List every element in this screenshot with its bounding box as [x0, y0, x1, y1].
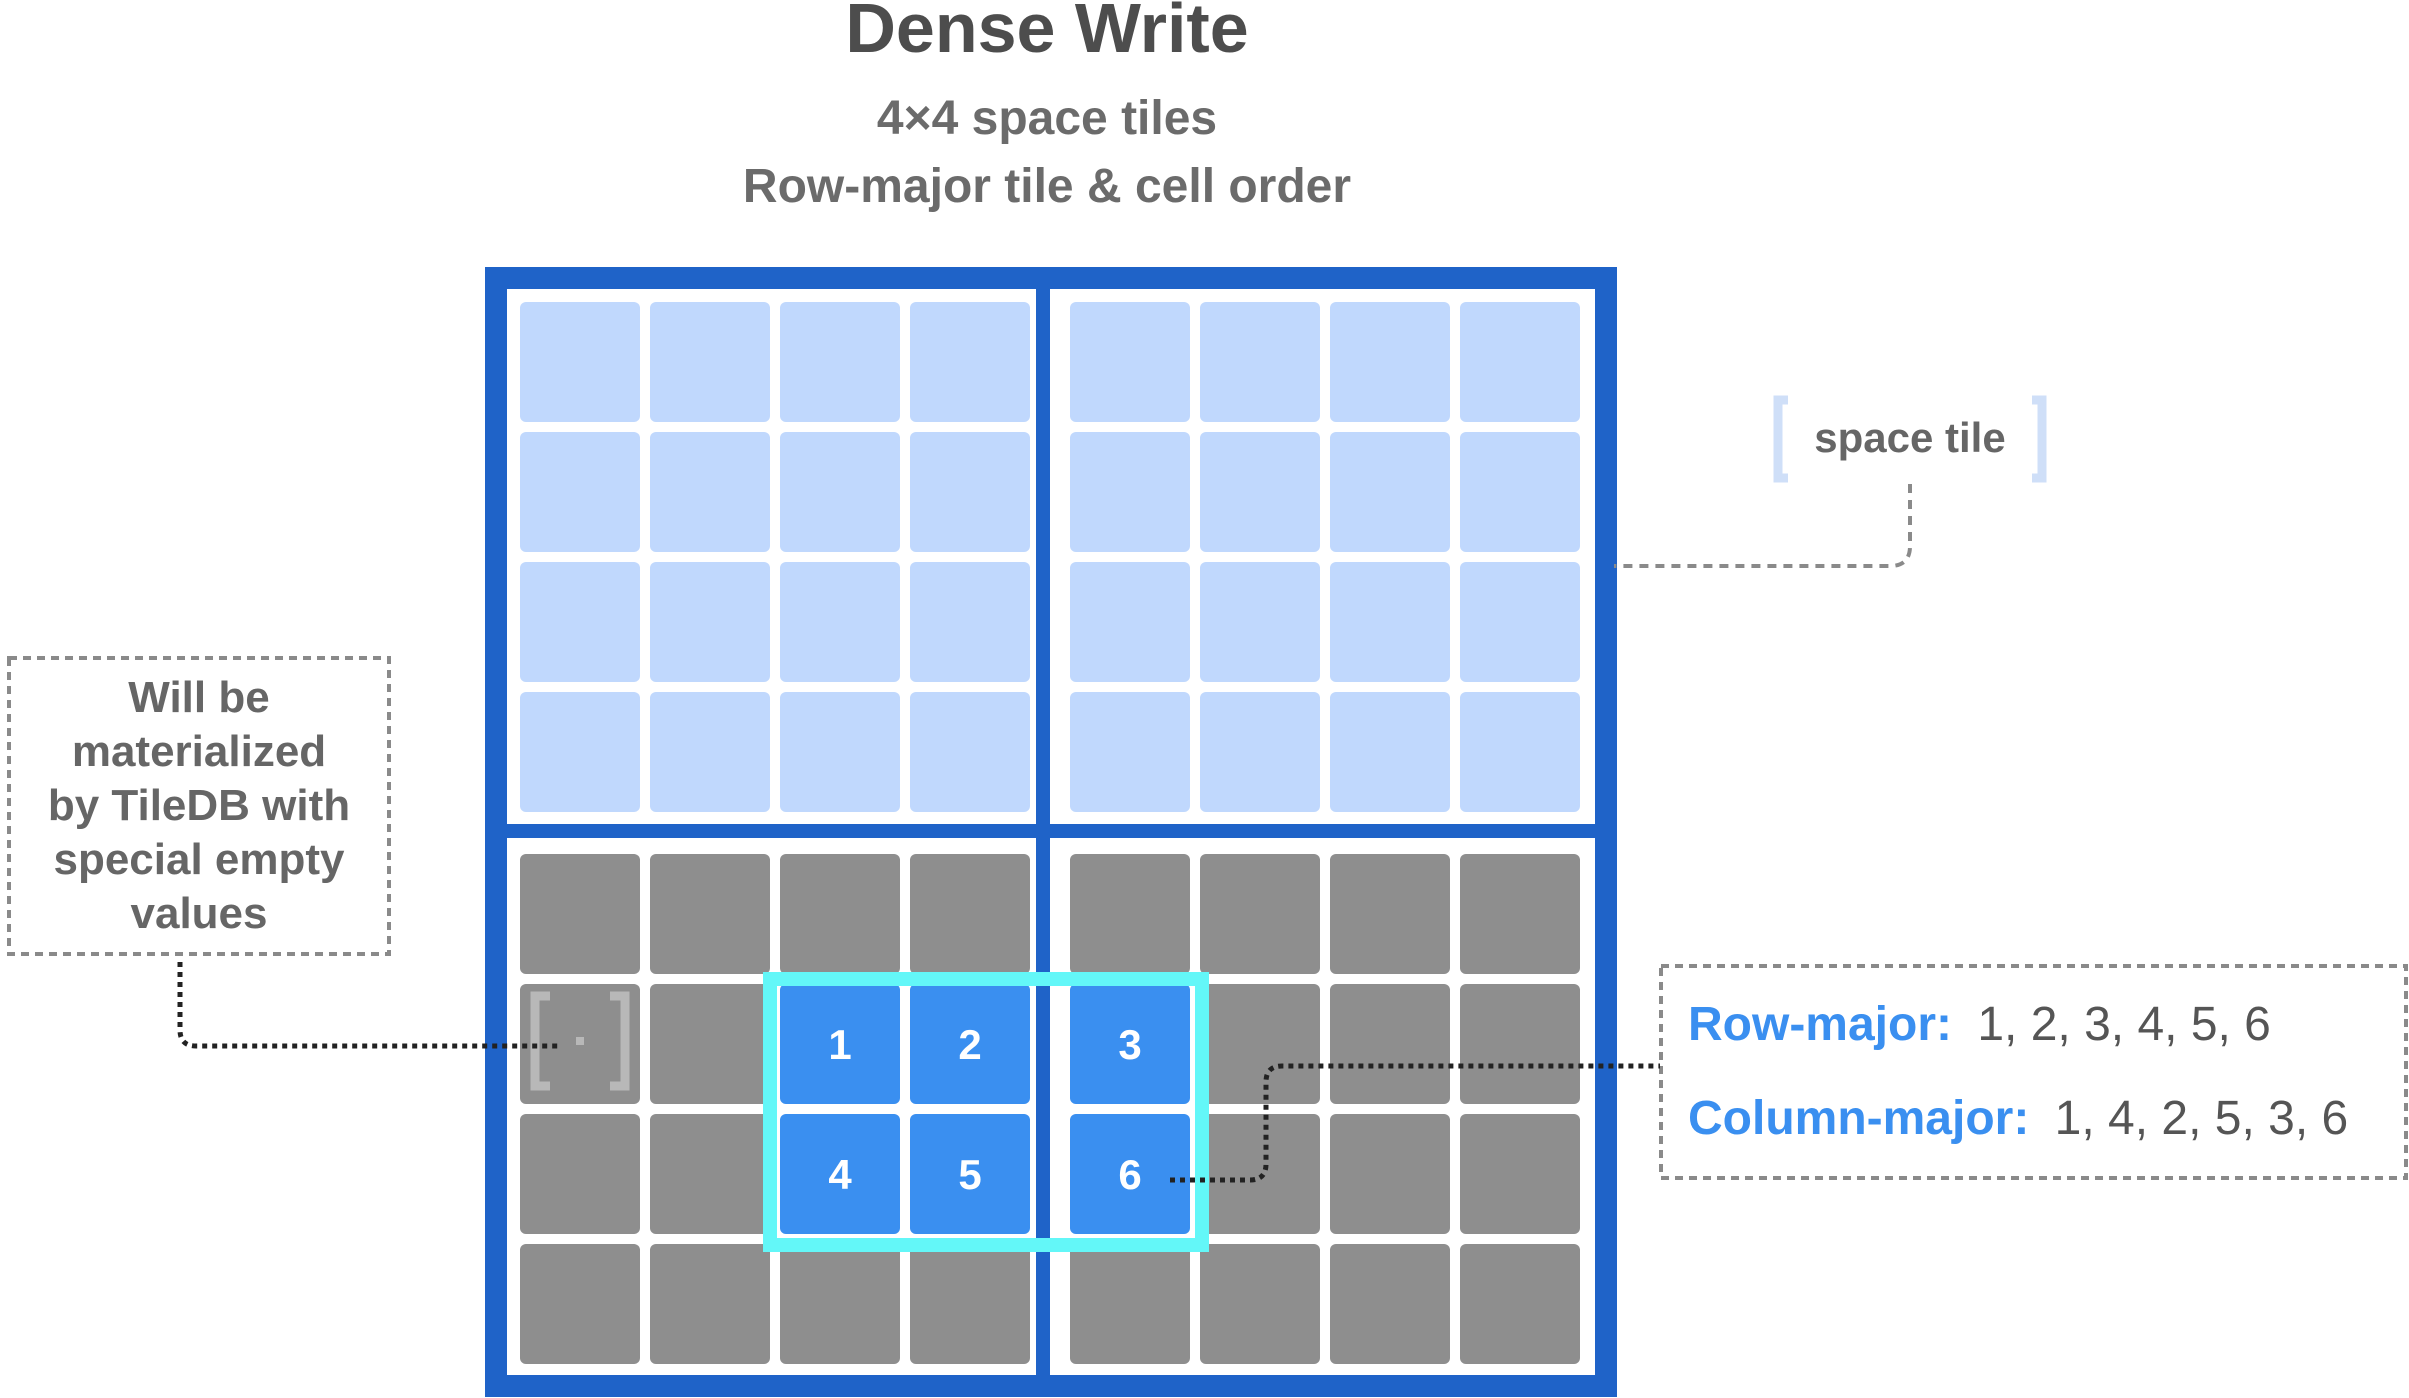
upper-tile-cell — [1200, 302, 1320, 422]
upper-tile-cell — [910, 692, 1030, 812]
write-region-highlight — [763, 972, 1209, 1252]
upper-tile-cell — [780, 432, 900, 552]
written-cell-number: 3 — [1118, 1021, 1141, 1068]
lower-tile-cell — [1330, 1244, 1450, 1364]
space-tile-text: space tile — [1814, 414, 2005, 461]
upper-tile-cell — [1460, 692, 1580, 812]
lower-tile-cell — [910, 854, 1030, 974]
empty-cell-bracket-icon — [530, 991, 630, 1091]
lower-tile-cell — [1330, 1114, 1450, 1234]
lower-tile-cell — [650, 1114, 770, 1234]
written-cell — [1070, 984, 1190, 1104]
cell-grid — [520, 302, 1580, 1364]
lower-tile-cell — [910, 1244, 1030, 1364]
upper-tile-cell — [780, 692, 900, 812]
diagram-subtitle-order: Row-major tile & cell order — [743, 160, 1351, 213]
lower-tile-cell — [780, 1244, 900, 1364]
upper-tile-cell — [910, 432, 1030, 552]
lower-tile-cell — [1200, 984, 1320, 1104]
diagram-title: Dense Write — [845, 0, 1248, 67]
empty-note-box — [7, 656, 391, 956]
upper-tile-cell — [1330, 302, 1450, 422]
written-cells: 1 2 3 4 5 6 — [828, 1021, 1141, 1198]
upper-tile-cell — [1330, 562, 1450, 682]
written-cell-number: 4 — [828, 1151, 852, 1198]
upper-tile-cell — [780, 562, 900, 682]
lower-tile-cell — [1460, 1244, 1580, 1364]
empty-note-line-2: materialized — [72, 727, 326, 776]
upper-tile-cell — [520, 692, 640, 812]
space-tile-label: space tile — [1773, 395, 2047, 483]
lower-tile-cell — [780, 854, 900, 974]
lower-tile-cell — [1330, 854, 1450, 974]
space-tile-leader-line — [1614, 484, 1912, 568]
upper-tile-cell — [1460, 302, 1580, 422]
written-cell — [780, 984, 900, 1104]
empty-note-line-4: special empty — [53, 835, 345, 884]
order-box — [1659, 964, 2408, 1180]
upper-tile-cell — [520, 562, 640, 682]
empty-note-line-3: by TileDB with — [48, 781, 350, 830]
written-cell — [910, 984, 1030, 1104]
upper-tile-cell — [650, 432, 770, 552]
upper-tile-cell — [1330, 432, 1450, 552]
upper-tile-cell — [1070, 562, 1190, 682]
lower-tile-cell — [650, 854, 770, 974]
written-cell — [1070, 1114, 1190, 1234]
upper-tile-cell — [1070, 692, 1190, 812]
written-cell-number: 6 — [1118, 1151, 1141, 1198]
written-cell-number: 2 — [958, 1021, 981, 1068]
upper-tile-cell — [520, 302, 640, 422]
empty-note-leader-line — [177, 962, 560, 1049]
lower-tile-cell — [1200, 854, 1320, 974]
lower-tile-cell — [520, 1244, 640, 1364]
written-cell — [780, 1114, 900, 1234]
upper-tile-cell — [910, 562, 1030, 682]
upper-tile-cell — [1460, 432, 1580, 552]
lower-tile-cell — [520, 1114, 640, 1234]
lower-tile-cell — [1460, 984, 1580, 1104]
upper-tile-cell — [1460, 562, 1580, 682]
lower-tile-cell — [1330, 984, 1450, 1104]
lower-tile-cell — [1070, 854, 1190, 974]
row-major-order: Row-major: 1, 2, 3, 4, 5, 6 — [1688, 998, 2271, 1051]
row-major-value: 1, 2, 3, 4, 5, 6 — [1977, 998, 2271, 1051]
column-major-value: 1, 4, 2, 5, 3, 6 — [2055, 1092, 2349, 1145]
empty-note-line-1: Will be — [128, 673, 269, 722]
upper-tile-cell — [1330, 692, 1450, 812]
empty-note-line-5: values — [131, 889, 268, 938]
lower-tile-cell — [1200, 1244, 1320, 1364]
written-cell — [910, 1114, 1030, 1234]
upper-tile-cell — [1200, 692, 1320, 812]
upper-tile-cell — [520, 432, 640, 552]
lower-tile-cell — [650, 1244, 770, 1364]
written-cell-number: 1 — [828, 1021, 851, 1068]
row-major-key: Row-major: — [1688, 998, 1952, 1051]
column-major-key: Column-major: — [1688, 1092, 2029, 1145]
lower-tile-cell — [1460, 1114, 1580, 1234]
upper-tile-cell — [1200, 562, 1320, 682]
upper-tile-cell — [650, 562, 770, 682]
lower-tile-cell — [1070, 1244, 1190, 1364]
lower-tile-cell — [520, 854, 640, 974]
upper-tile-cell — [1070, 302, 1190, 422]
diagram-subtitle-tiles: 4×4 space tiles — [877, 92, 1217, 145]
lower-tile-cell — [650, 984, 770, 1104]
upper-tile-cell — [650, 692, 770, 812]
lower-tile-cell — [1460, 854, 1580, 974]
upper-tile-cell — [1200, 432, 1320, 552]
column-major-order: Column-major: 1, 4, 2, 5, 3, 6 — [1688, 1092, 2348, 1145]
upper-tile-cell — [780, 302, 900, 422]
lower-tile-cell — [1200, 1114, 1320, 1234]
upper-tile-cell — [910, 302, 1030, 422]
written-cell-number: 5 — [958, 1151, 981, 1198]
upper-tile-cell — [650, 302, 770, 422]
upper-tile-cell — [1070, 432, 1190, 552]
